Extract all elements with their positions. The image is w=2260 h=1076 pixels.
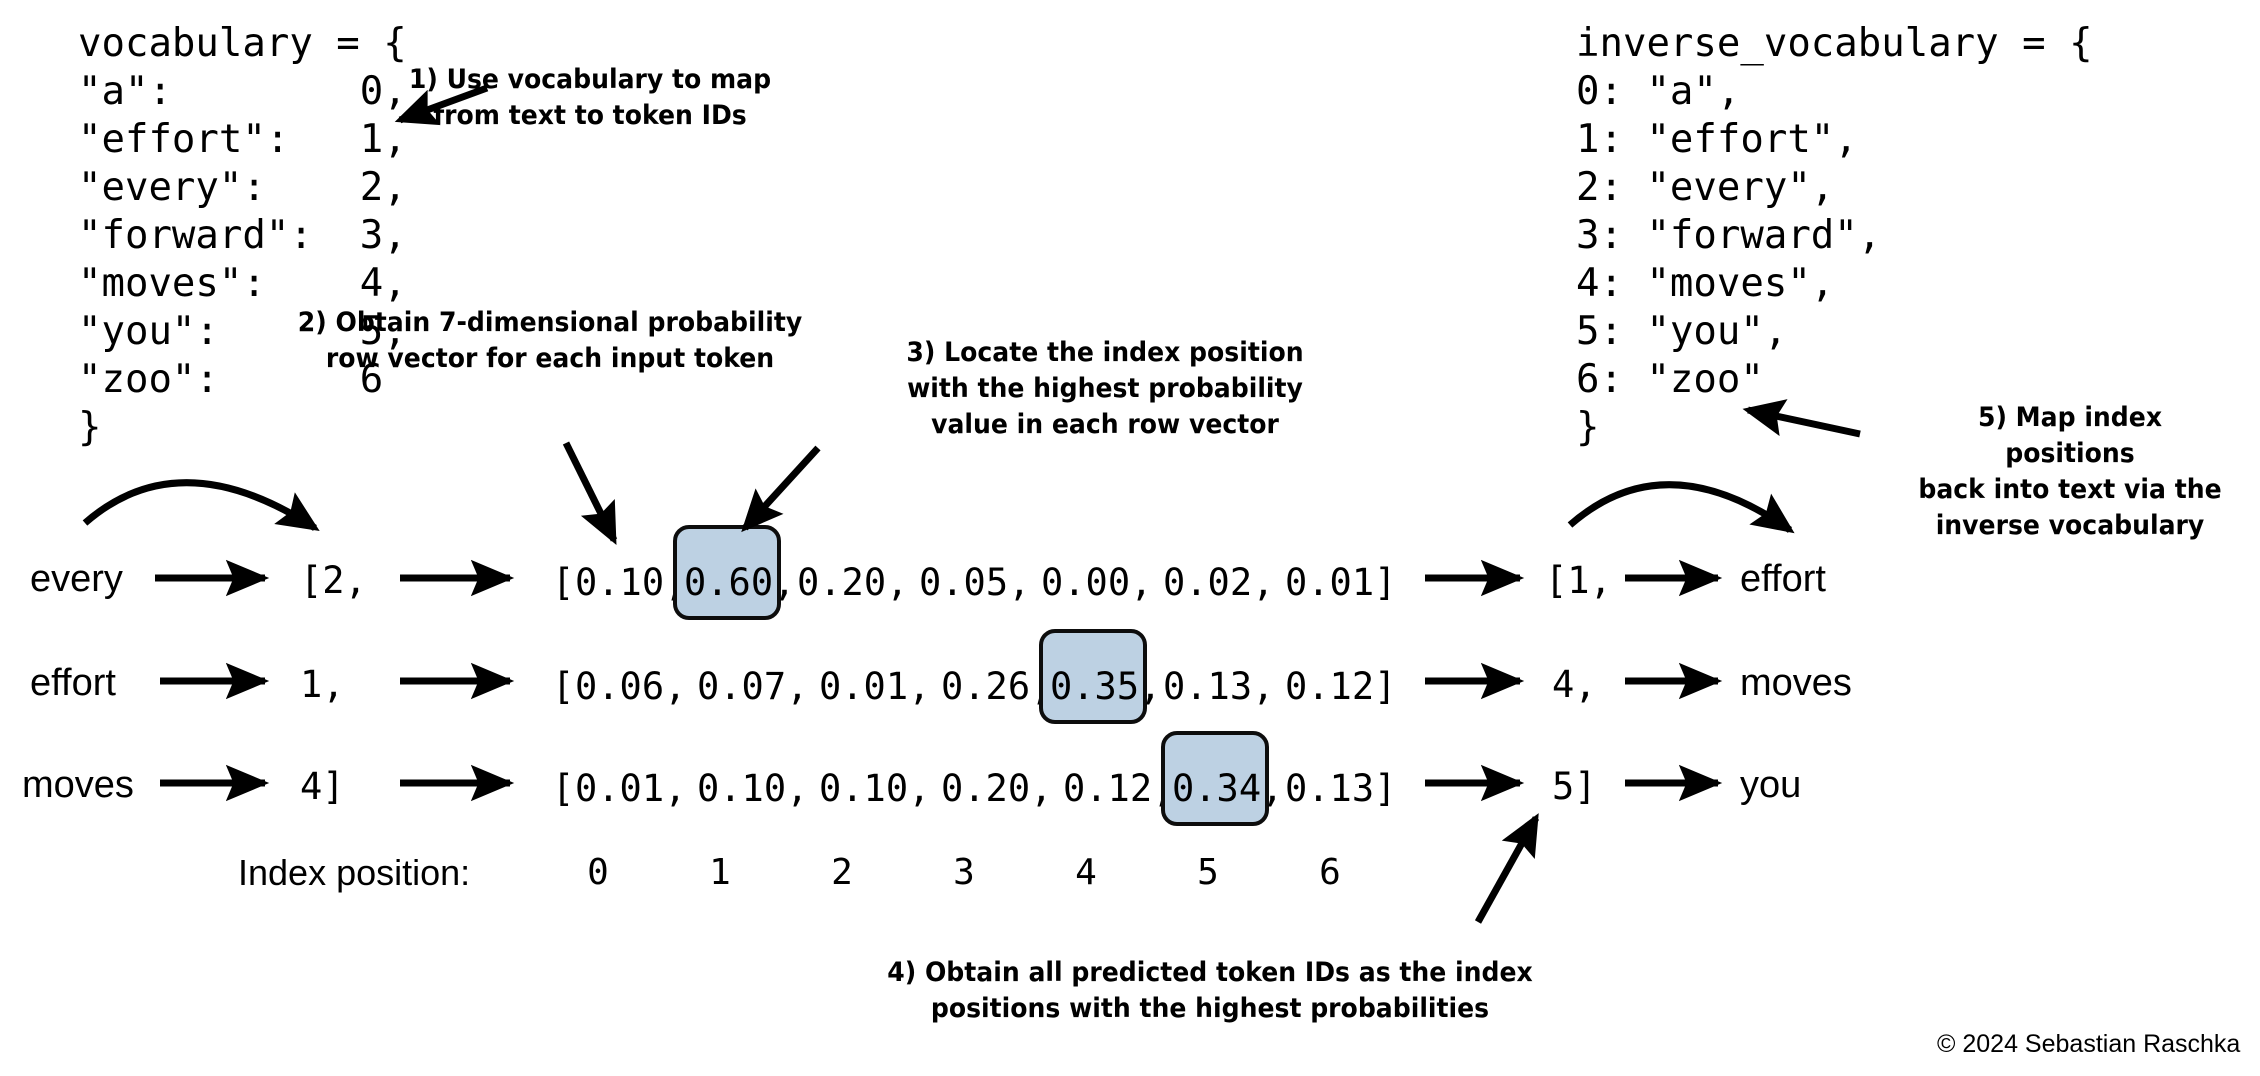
prob-row-2-v5: 0.13, xyxy=(1163,665,1275,708)
prob-row-1-v6: 0.01] xyxy=(1285,561,1397,604)
index-tick-4: 4 xyxy=(1075,852,1097,893)
index-tick-2: 2 xyxy=(831,852,853,893)
callout-step-1: 1) Use vocabulary to map from text to to… xyxy=(408,64,772,131)
prob-vector-row-1-open: [ xyxy=(552,561,575,604)
prob-row-2-v2: 0.01, xyxy=(819,665,931,708)
arrow-step-3 xyxy=(741,445,821,533)
prob-row-3-v1: 0.10, xyxy=(697,767,809,810)
prob-row-3-v2: 0.10, xyxy=(819,767,931,810)
prob-row-1-v2: 0.20, xyxy=(797,561,909,604)
prob-row-1-v0: 0.10, xyxy=(575,561,687,604)
arrow-step-4 xyxy=(1474,813,1540,924)
index-tick-3: 3 xyxy=(953,852,975,893)
prob-row-3-v6: 0.13] xyxy=(1285,767,1397,810)
prob-row-1-v1: 0.60, xyxy=(684,561,796,604)
prob-row-3-v0: 0.01, xyxy=(575,767,687,810)
vocabulary-code-block: vocabulary = { "a": 0, "effort": 1, "eve… xyxy=(78,21,407,450)
curved-arrow-inverse-vocab-to-text xyxy=(1567,481,1795,534)
index-tick-6: 6 xyxy=(1319,852,1341,893)
curved-arrow-vocab-to-ids xyxy=(82,479,320,532)
inverse-vocabulary-code-block: inverse_vocabulary = { 0: "a", 1: "effor… xyxy=(1576,21,2093,450)
output-id-row-3: 5] xyxy=(1552,765,1597,808)
input-id-row-2: 1, xyxy=(300,663,345,706)
callout-step-2: 2) Obtain 7-dimensional probability row … xyxy=(297,307,803,374)
input-id-row-1: [2, xyxy=(300,559,367,602)
prob-row-2-v0: 0.06, xyxy=(575,665,687,708)
index-tick-1: 1 xyxy=(709,852,731,893)
prob-row-2-v6: 0.12] xyxy=(1285,665,1397,708)
prob-row-2-v3: 0.26, xyxy=(941,665,1053,708)
output-id-row-1: [1, xyxy=(1545,559,1612,602)
prob-row-3-v5: 0.34, xyxy=(1172,767,1284,810)
highlight-box-row-1 xyxy=(673,525,781,620)
output-id-row-2: 4, xyxy=(1552,663,1597,706)
callout-step-4: 4) Obtain all predicted token IDs as the… xyxy=(887,957,1533,1024)
copyright-notice: © 2024 Sebastian Raschka xyxy=(1937,1030,2241,1058)
input-id-row-3: 4] xyxy=(300,765,345,808)
index-tick-0: 0 xyxy=(587,852,609,893)
prob-row-3-v4: 0.12, xyxy=(1063,767,1175,810)
prob-vector-row-2-open: [ xyxy=(552,665,575,708)
prob-row-1-v5: 0.02, xyxy=(1163,561,1275,604)
input-token-every: every xyxy=(30,558,123,600)
prob-vector-row-3-open: [ xyxy=(552,767,575,810)
output-token-row-2: moves xyxy=(1740,662,1852,704)
highlight-box-row-3 xyxy=(1161,731,1269,826)
output-token-row-1: effort xyxy=(1740,558,1826,600)
prob-row-3-v3: 0.20, xyxy=(941,767,1053,810)
index-position-label: Index position: xyxy=(238,852,471,893)
input-token-moves: moves xyxy=(22,764,134,806)
callout-step-3: 3) Locate the index position with the hi… xyxy=(906,337,1304,440)
prob-row-2-v4: 0.35, xyxy=(1050,665,1162,708)
prob-row-1-v3: 0.05, xyxy=(919,561,1031,604)
index-tick-5: 5 xyxy=(1197,852,1219,893)
prob-row-2-v1: 0.07, xyxy=(697,665,809,708)
input-token-effort: effort xyxy=(30,662,116,704)
arrow-step-2 xyxy=(562,441,618,546)
prob-row-1-v4: 0.00, xyxy=(1041,561,1153,604)
highlight-box-row-2 xyxy=(1039,629,1147,724)
output-token-row-3: you xyxy=(1740,764,1802,806)
callout-step-5: 5) Map index positions back into text vi… xyxy=(1918,402,2222,541)
